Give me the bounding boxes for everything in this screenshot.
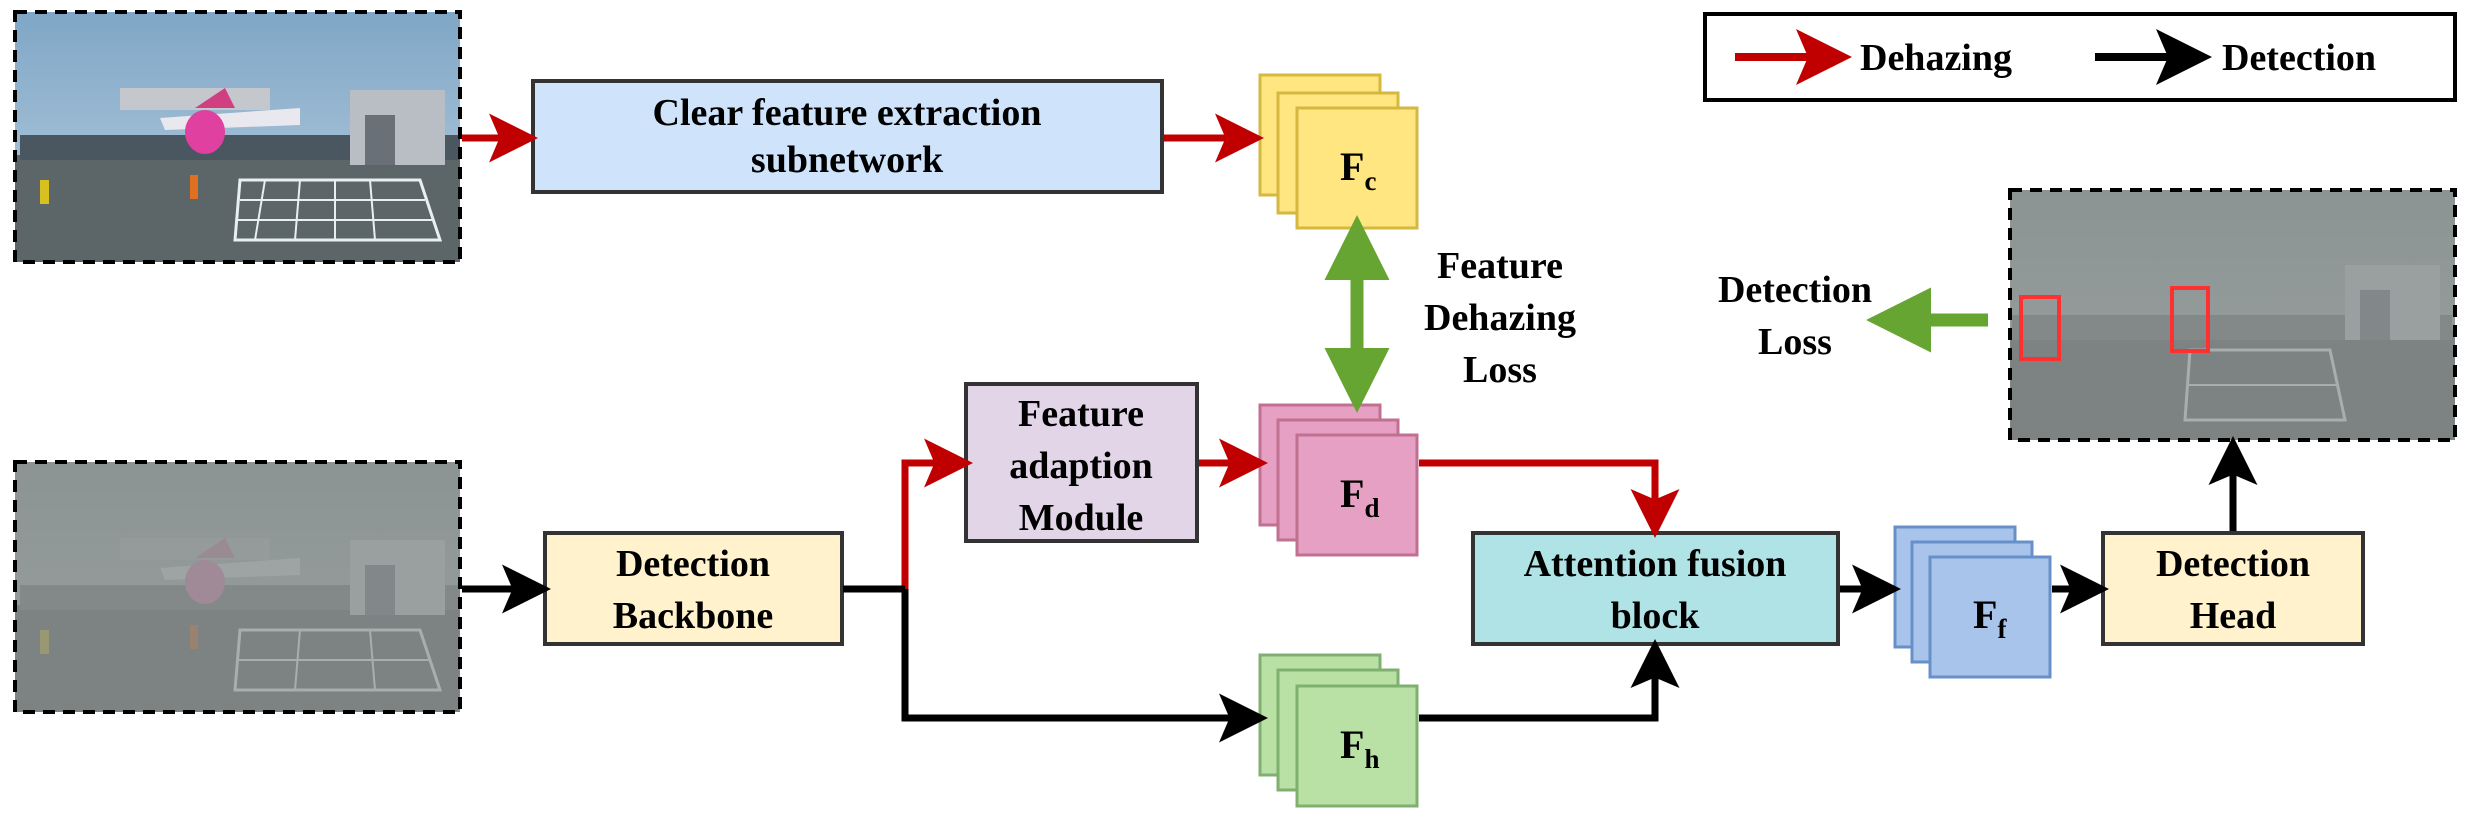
feature-map-fh: Fh	[1258, 653, 1419, 808]
detection-head-block: Detection Head	[2101, 531, 2365, 646]
block-label: Attention fusion	[1524, 543, 1787, 585]
block-label: Backbone	[613, 595, 773, 637]
legend-dehazing-label: Dehazing	[1860, 37, 2012, 79]
block-label: Clear feature extraction	[653, 92, 1042, 134]
attention-fusion-block: Attention fusion block	[1471, 531, 1840, 646]
block-label: subnetwork	[751, 139, 944, 181]
loss-label: Loss	[1463, 349, 1537, 391]
block-label: Module	[1019, 497, 1144, 539]
detection-backbone-block: Detection Backbone	[543, 531, 844, 646]
feature-dehazing-loss-label: Feature Dehazing Loss	[1424, 245, 1576, 391]
feature-label: Ff	[1973, 592, 2007, 644]
dehazing-arrow	[901, 438, 973, 589]
loss-label: Feature	[1437, 245, 1563, 287]
feature-label: Fc	[1340, 144, 1376, 196]
block-label: Detection	[2156, 543, 2310, 585]
loss-label: Dehazing	[1424, 297, 1576, 339]
detection-box	[2019, 295, 2061, 361]
legend: Dehazing Detection	[1703, 12, 2457, 102]
block-label: Detection	[616, 543, 770, 585]
hazy-detection-output-image	[2008, 188, 2457, 442]
feature-map-fc: Fc	[1258, 73, 1419, 230]
dehazing-arrows	[462, 113, 1680, 589]
block-label: Head	[2190, 595, 2277, 637]
feature-adaption-module-block: Feature adaption Module	[964, 382, 1199, 543]
hazy-airport-image	[13, 460, 462, 714]
detection-arrows	[462, 436, 2258, 743]
detection-arrow	[1419, 639, 1680, 722]
block-label: Feature	[1018, 393, 1144, 435]
loss-label: Loss	[1758, 321, 1832, 363]
legend-detection-label: Detection	[2222, 37, 2376, 79]
loss-label: Detection	[1718, 269, 1872, 311]
detection-loss-label: Detection Loss	[1718, 269, 1872, 363]
feature-label: Fd	[1340, 471, 1379, 523]
clear-airport-image	[13, 10, 462, 264]
feature-map-ff: Ff	[1893, 525, 2052, 679]
feature-label: Fh	[1340, 722, 1379, 774]
feature-map-fd: Fd	[1258, 403, 1419, 557]
block-label: adaption	[1009, 445, 1153, 487]
block-label: block	[1611, 595, 1701, 637]
detection-box	[2170, 286, 2210, 353]
clear-feature-extraction-block: Clear feature extraction subnetwork	[531, 79, 1164, 194]
dehazing-arrow	[1419, 459, 1680, 538]
detection-arrow	[901, 589, 1268, 743]
